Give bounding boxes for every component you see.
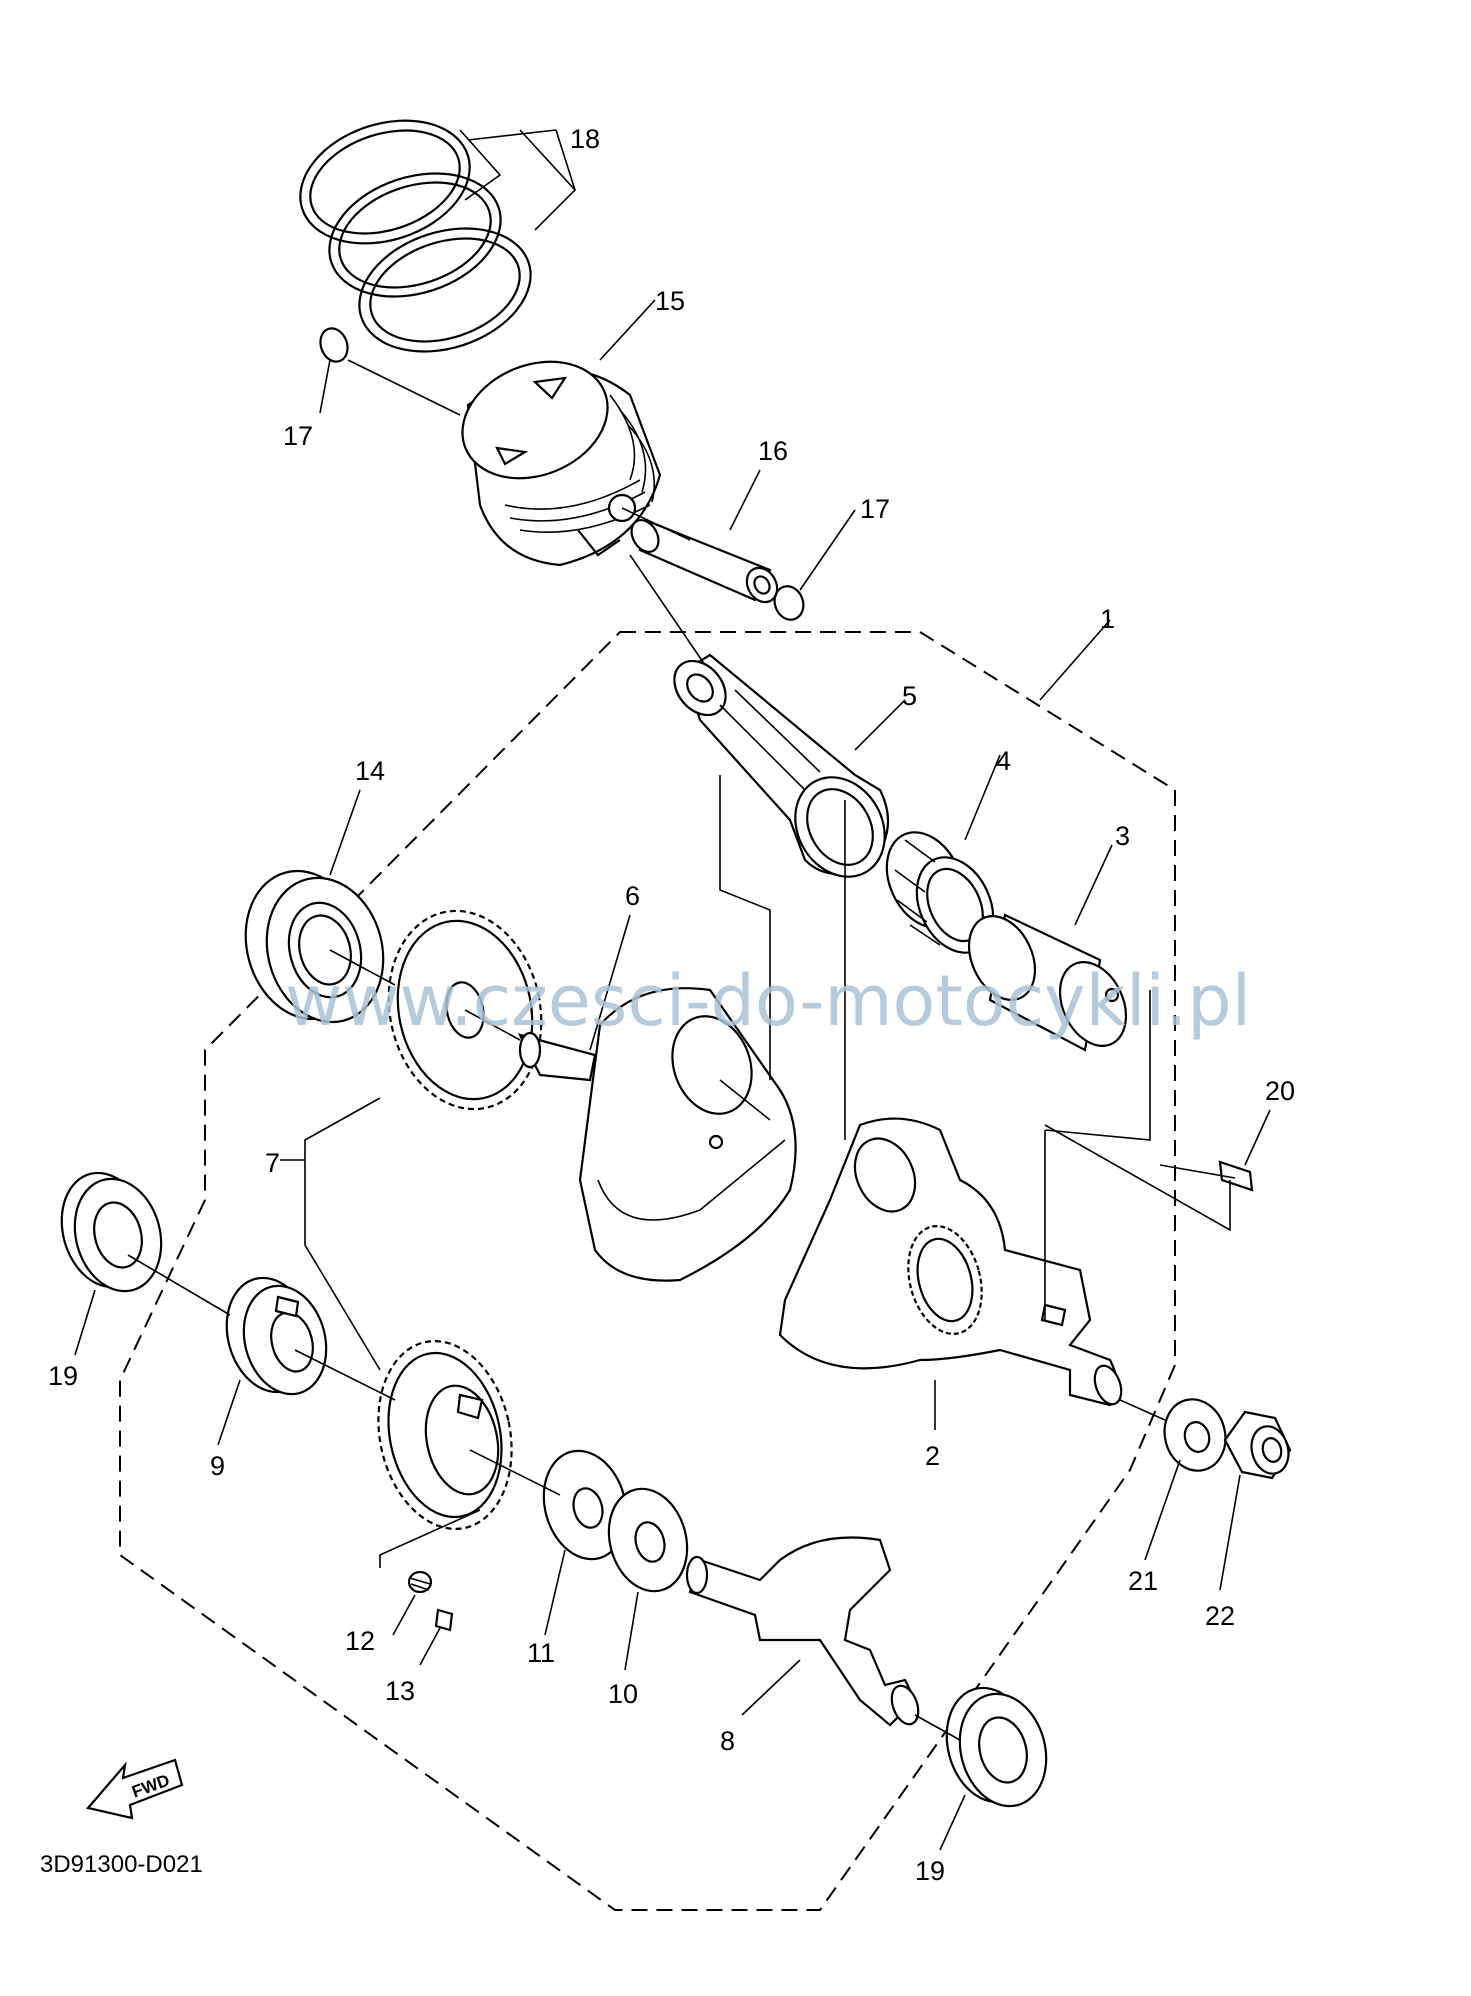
callout-11: 11 [527,1638,555,1668]
callout-10: 10 [608,1679,638,1709]
callout-19-bottom: 19 [915,1856,945,1886]
connecting-rod [673,653,890,878]
nut-22 [1223,1410,1292,1480]
circlip-right [773,585,805,621]
callout-17-left: 17 [283,421,313,451]
diagram-code: 3D91300-D021 [40,1851,203,1878]
callout-5: 5 [902,681,917,711]
piston-rings [299,119,532,353]
crank-pin [967,913,1128,1052]
piston-pin [630,519,779,604]
callout-4: 4 [996,746,1011,776]
woodruff-key [1218,1160,1254,1192]
callout-19-left: 19 [48,1361,78,1391]
callout-16: 16 [758,436,788,466]
callout-15: 15 [655,286,685,316]
callout-2: 2 [925,1441,940,1471]
balancer-shaft [685,1536,920,1727]
leader-lines [74,129,1271,1851]
callout-12: 12 [345,1626,375,1656]
bearing-top [244,869,385,1024]
callout-14: 14 [355,756,385,786]
balancer-gear [377,1339,513,1531]
callout-6: 6 [625,881,640,911]
callout-1: 1 [1100,604,1115,634]
callout-21: 21 [1128,1566,1158,1596]
bearing-left [60,1171,163,1293]
circlip-left [319,327,349,363]
callout-labels: 18 15 17 16 17 1 5 4 3 14 6 20 7 19 9 2 … [48,124,1295,1886]
callout-18: 18 [570,124,600,154]
assembly-boundary [119,631,1176,1911]
bearing-bottom [945,1686,1048,1808]
fwd-arrow-icon: FWD [85,1758,184,1820]
washer-21 [1163,1398,1227,1472]
callout-13: 13 [385,1676,415,1706]
pin [434,1608,454,1632]
washer-10 [607,1487,689,1593]
piston [461,360,662,567]
callout-17-right: 17 [860,494,890,524]
spring [407,1570,433,1594]
callout-3: 3 [1115,821,1130,851]
callout-9: 9 [210,1451,225,1481]
callout-22: 22 [1205,1601,1235,1631]
callout-20: 20 [1265,1076,1295,1106]
callout-7: 7 [265,1148,280,1178]
callout-8: 8 [720,1726,735,1756]
watermark: www.czesci-do-motocykli.pl [285,960,1251,1042]
crankshaft-right [778,1117,1123,1407]
spacer-collar [225,1276,328,1396]
